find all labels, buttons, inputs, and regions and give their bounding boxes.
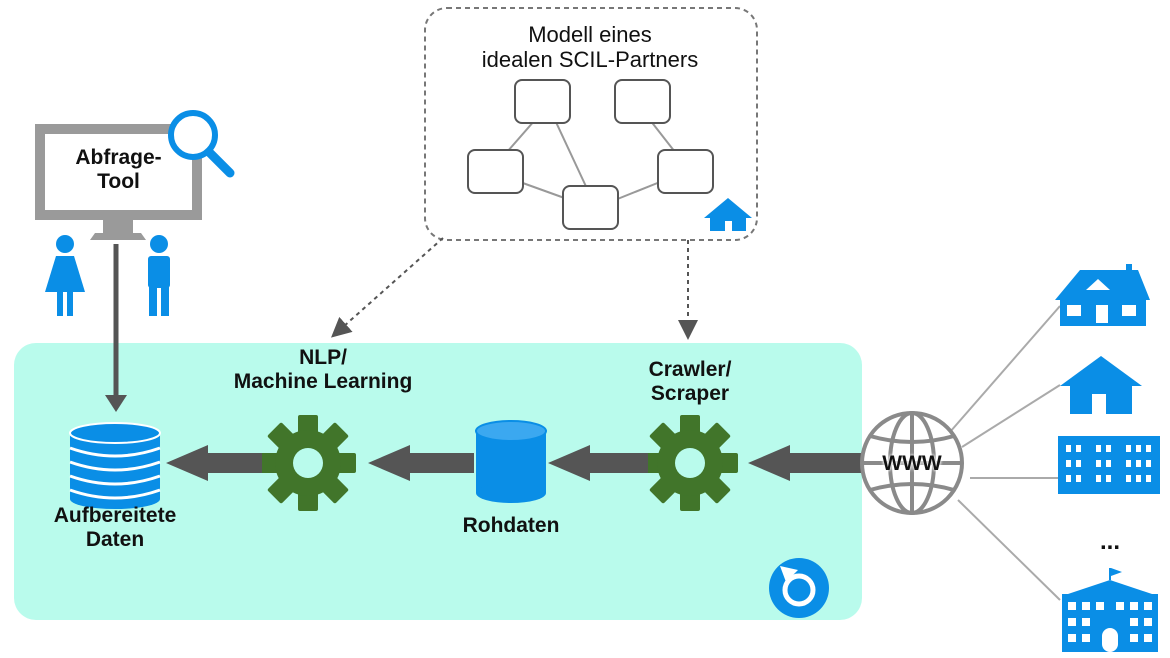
woman-icon <box>45 235 85 316</box>
raw-data-database-icon <box>475 420 547 503</box>
model-title-line1: Modell eines <box>528 22 652 47</box>
flow-arrows <box>166 445 862 481</box>
processed-data-label-line1: Aufbereitete <box>53 504 177 527</box>
nlp-label-line2: Machine Learning <box>233 370 413 394</box>
crawler-gear-icon <box>642 415 738 511</box>
processed-data-label: Aufbereitete Daten <box>20 504 210 552</box>
town-hall-icon <box>1062 568 1158 652</box>
magnifier-icon <box>168 110 235 178</box>
office-building-icon <box>1058 436 1160 494</box>
crawler-label-line1: Crawler/ <box>648 358 732 381</box>
globe-icon <box>860 411 964 515</box>
model-nodes <box>467 79 714 230</box>
processed-data-database-icon <box>69 422 161 509</box>
arrow-raw-to-nlp <box>368 445 474 481</box>
pipeline-area <box>14 343 862 620</box>
www-label: WWW <box>882 452 942 475</box>
processed-data-label-line2: Daten <box>85 528 145 552</box>
arrow-www-to-crawler <box>748 445 862 481</box>
web-connection-lines <box>949 305 1061 601</box>
arrow-crawler-to-raw <box>548 445 648 481</box>
query-tool-label-line1: Abfrage- <box>75 146 162 169</box>
query-arrow-head <box>105 395 127 412</box>
model-to-nlp-arrow <box>331 237 444 338</box>
crawler-label: Crawler/ Scraper <box>612 358 768 406</box>
query-tool-label-line2: Tool <box>97 170 140 194</box>
school-building-icon <box>1055 264 1150 326</box>
home-icon <box>704 198 752 231</box>
house-icon <box>1060 356 1142 414</box>
nlp-label: NLP/ Machine Learning <box>188 346 458 394</box>
man-icon <box>148 235 170 316</box>
query-tool-label: Abfrage- Tool <box>50 146 187 194</box>
model-title-line2: idealen SCIL-Partners <box>481 47 699 73</box>
nlp-label-line1: NLP/ <box>299 346 347 369</box>
refresh-icon <box>769 558 829 618</box>
nlp-gear-icon <box>260 415 356 511</box>
model-network <box>499 119 676 201</box>
more-sources-ellipsis: ... <box>1099 528 1120 555</box>
arrow-nlp-to-processed <box>166 445 262 481</box>
crawler-label-line2: Scraper <box>650 382 730 406</box>
model-title: Modell eines idealen SCIL-Partners <box>480 22 700 73</box>
raw-data-label: Rohdaten <box>462 514 560 537</box>
